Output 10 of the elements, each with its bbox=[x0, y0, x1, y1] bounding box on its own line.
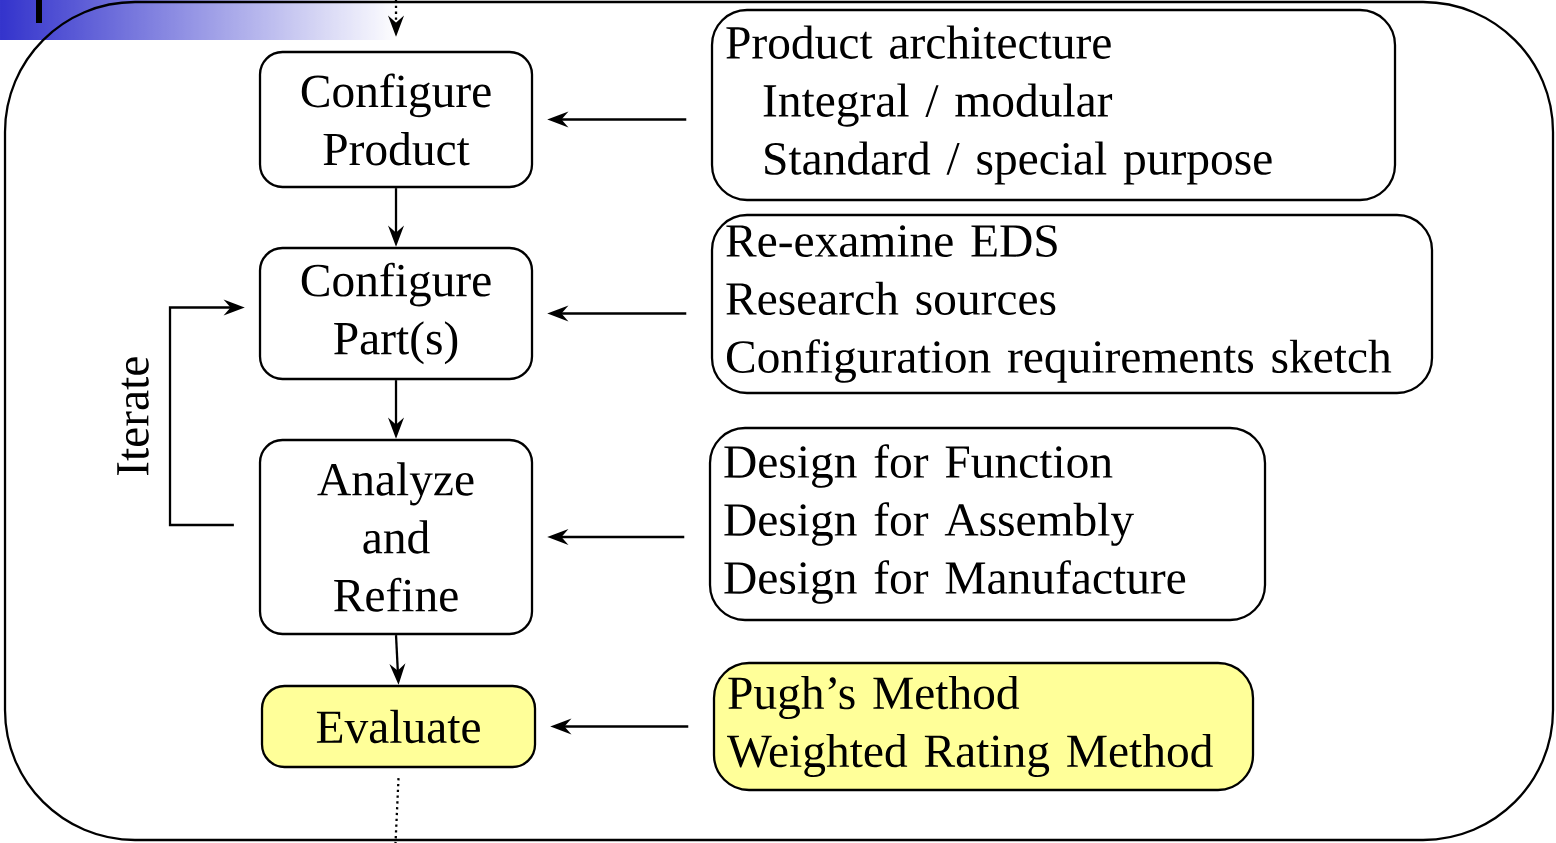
panel-frame bbox=[3, 0, 1555, 842]
note-box: Product architecture Integral / modular Standard / special purpose bbox=[710, 8, 1397, 202]
note-box: Re-examine EDS Research sources Configuration requirements sketch bbox=[710, 213, 1434, 395]
process-box: Evaluate bbox=[260, 684, 537, 769]
process-box: Configure Part(s) bbox=[258, 246, 534, 381]
process-box: Configure Product bbox=[258, 50, 534, 189]
note-box: Design for Function Design for Assembly Design for Manufacture bbox=[708, 426, 1267, 622]
edge-label: Iterate bbox=[117, 357, 149, 476]
note-box: Pugh’s Method Weighted Rating Method bbox=[712, 661, 1255, 792]
process-box: Analyze and Refine bbox=[258, 438, 534, 636]
